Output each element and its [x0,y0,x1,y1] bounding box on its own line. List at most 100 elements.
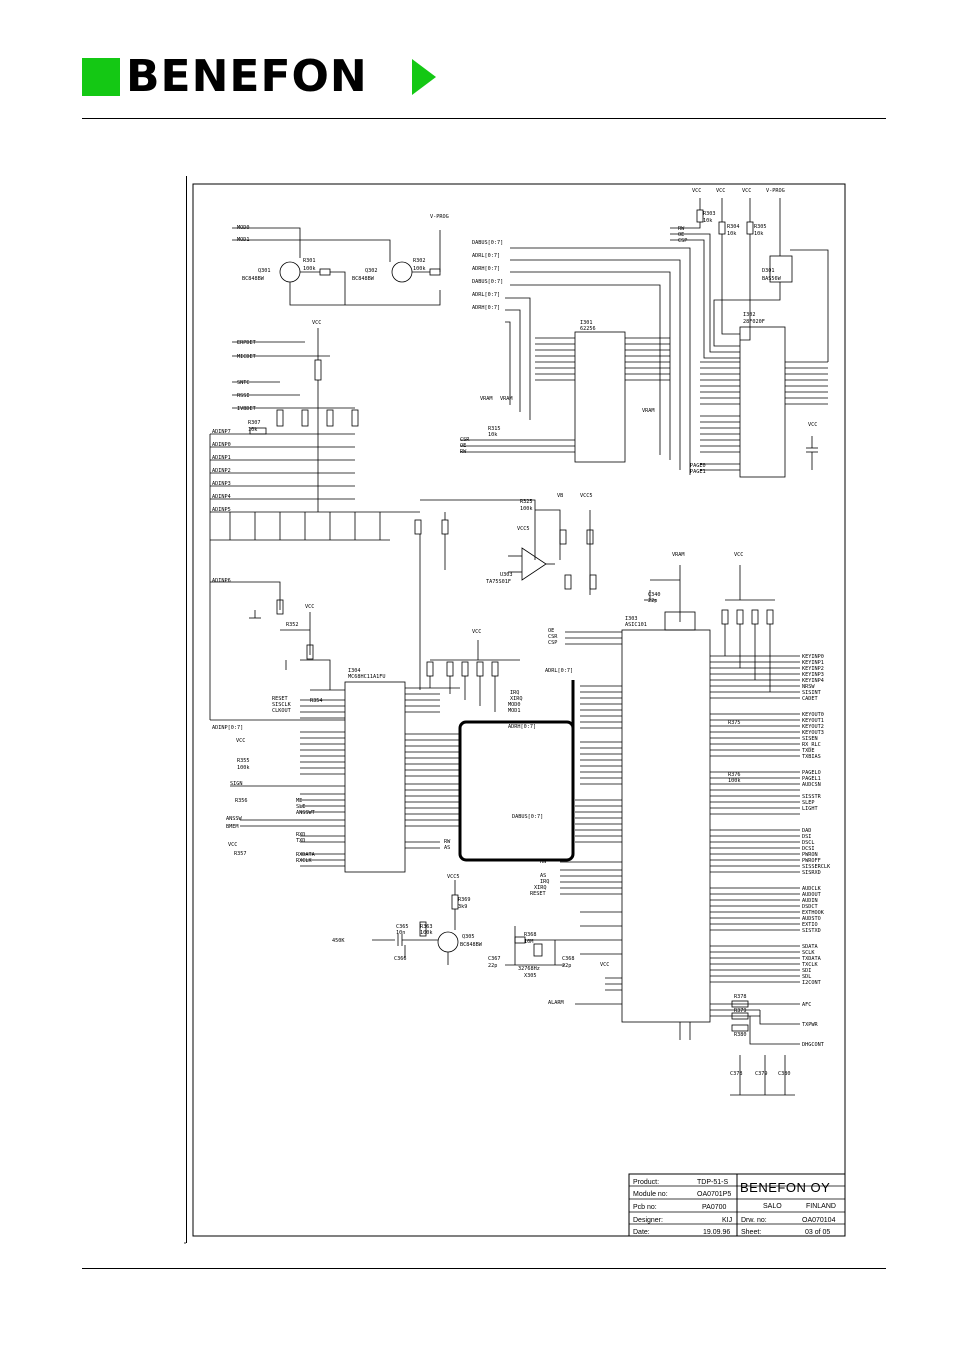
net-txpwr: TXPWR [802,1022,818,1028]
u303-part: TA75S01F [486,579,511,585]
net-txd: TXD [296,838,305,844]
net-vcc-i: VCC [472,629,481,635]
date-value: 19.09.96 [703,1229,730,1236]
net-audsto: AUDSTO [802,916,821,922]
r363-value: 100k [420,930,433,936]
c379-ref: C379 [755,1071,768,1077]
net-vcc-g: VCC [236,738,245,744]
net-sclk: SCLK [802,950,815,956]
net-vcc-h: VCC [228,842,237,848]
r368-ref: R368 [524,932,537,938]
net-vram-d: VRAM [672,552,685,558]
net-adinp1: ADINP1 [212,455,231,461]
net-vprog-b: V-PROG [766,188,785,194]
c365-ref: C365 [396,924,409,930]
net-dabus-bus-b: DABUS[0:7] [472,279,503,285]
c368-ref: C368 [562,956,575,962]
net-pagel1: PAGEL1 [802,776,821,782]
r325-value: 100k [520,506,533,512]
net-vcc-f: VCC [305,604,314,610]
net-bmem: BMEM [226,824,239,830]
net-vcc-d: VCC [808,422,817,428]
footer-rule [82,1268,886,1269]
net-rxd: RXD [296,832,305,838]
net-keyinp4: KEYINP4 [802,678,824,684]
net-exthook: EXTHOOK [802,910,825,916]
net-irq: IRQ [510,690,519,696]
net-erpdet: ERPDET [237,340,256,346]
d301-ref: D301 [762,268,775,274]
net-csr-b: CSR [548,634,558,640]
r304-value: 10k [727,231,737,237]
r354-ref: R354 [310,698,323,704]
module-value: OA0701P5 [697,1191,731,1198]
i303-part: ASIC101 [625,622,647,628]
net-reset-a: RESET [272,696,288,702]
net-dabus-bus-a: DABUS[0:7] [472,240,503,246]
net-sisint: SISINT [802,690,821,696]
r305-value: 10k [754,231,764,237]
net-csp-a: CSP [678,238,687,244]
net-irq-b: IRQ [540,879,549,885]
net-as-a: AS [444,845,450,851]
r376-value: 100k [728,778,741,784]
net-audclk: AUDCLK [802,886,822,892]
r305-ref: R305 [754,224,767,230]
pcb-label: Pcb no: [633,1204,657,1211]
logo-wordmark: BENEFON [126,51,368,102]
c340-ref: C340 [648,592,661,598]
net-vram-a: VRAM [480,396,493,402]
pcb-value: PA0700 [702,1204,726,1211]
net-nrsw: NRSW [802,684,815,690]
net-vcc-b: VCC [716,188,725,194]
net-sign: SIGN [230,781,243,787]
net-i2cont: I2CONT [802,980,821,986]
net-vprog-a: V-PROG [430,214,449,220]
net-txbias: TXBIAS [802,754,821,760]
i301-part: 62256 [580,326,596,332]
net-micdet: MICDET [237,354,256,360]
d301-value: BAS56W [762,276,782,282]
net-sdi: SDI [802,968,811,974]
r369-ref: R369 [458,897,471,903]
net-dscl: DSCL [802,840,815,846]
net-rxdata: RXDATA [296,852,316,858]
net-page0: PAGE0 [690,463,706,469]
net-adrl-bus-b: ADRL[0:7] [472,292,500,298]
designer-label: Designer: [633,1217,663,1224]
q301-part: BC848BW [242,276,265,282]
net-vram-c: VRAM [642,408,655,414]
net-ansswt: ANSSWT [296,810,315,816]
r315-value: 10k [488,432,498,438]
net-csp-b: CSP [548,640,557,646]
net-mod0: MOD0 [237,225,250,231]
net-page1: PAGE1 [690,469,706,475]
drawing-number-value: OA070104 [802,1217,836,1224]
net-sisstr: SISSTR [802,794,822,800]
net-mod1: MOD1 [237,237,250,243]
r302-ref: R302 [413,258,426,264]
c340-value: 22p [648,598,657,604]
net-ivbdet: IVBDET [237,406,256,412]
net-txde: TXDE [802,748,815,754]
net-txclk: TXCLK [802,962,818,968]
net-xirq: XIRQ [510,696,523,702]
net-rw-d: RW [540,859,547,865]
company-name: BENEFON OY [740,1180,830,1195]
net-pagelo: PAGELO [802,770,821,776]
r303-value: 10k [703,218,713,224]
net-sdata: SDATA [802,944,818,950]
r302-value: 100k [413,266,426,272]
q305-ref: Q305 [462,934,475,940]
net-cadet: CADET [802,696,818,702]
net-adinp4: ADINP4 [212,494,231,500]
net-keyinp0: KEYINP0 [802,654,824,660]
net-rx-rlc: RX_RLC [802,742,821,748]
net-adinp5: ADINP5 [212,507,231,513]
net-adrh-bus-b: ADRH[0:7] [472,305,500,311]
r307-value: 10k [248,427,258,433]
net-mod0-b: MOD0 [508,702,521,708]
net-sntc: SNTC [237,380,250,386]
net-keyinp3: KEYINP3 [802,672,824,678]
